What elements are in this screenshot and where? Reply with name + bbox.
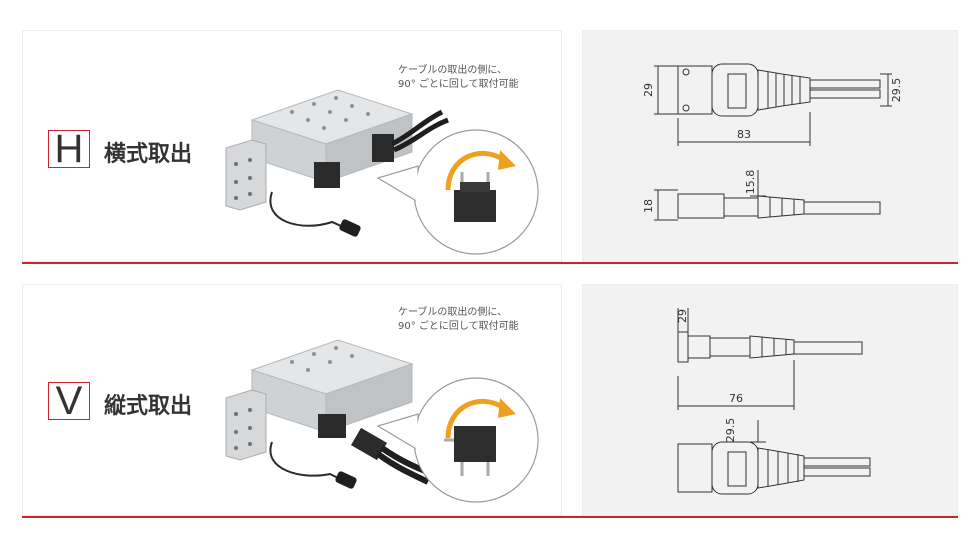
section-h-drawing-panel xyxy=(582,30,958,262)
section-h-technical-drawing: 29 29.5 83 15.8 18 xyxy=(642,63,903,221)
dim-h-29-5: 29.5 xyxy=(890,78,903,103)
dim-h-29: 29 xyxy=(642,83,655,97)
dim-h-15-8: 15.8 xyxy=(744,170,757,195)
section-v-note-line1: ケーブルの取出の側に、 xyxy=(398,307,508,318)
section-h-divider xyxy=(22,262,958,264)
section-h-title: 横式取出 xyxy=(104,142,193,167)
section-v-note-line2: 90° ごとに回して取付可能 xyxy=(398,321,519,332)
section-v-note: ケーブルの取出の側に、 90° ごとに回して取付可能 xyxy=(398,306,519,334)
section-v-technical-drawing: 29 76 29.5 xyxy=(676,308,871,495)
section-h-product-illustration xyxy=(225,89,539,255)
dim-v-29-5: 29.5 xyxy=(724,418,737,443)
section-v-drawing-panel xyxy=(582,284,958,516)
dim-v-76: 76 xyxy=(729,392,743,405)
section-h-note: ケーブルの取出の側に、 90° ごとに回して取付可能 xyxy=(398,64,519,92)
section-v-divider xyxy=(22,516,958,518)
section-v-product-illustration xyxy=(225,339,539,503)
section-v-badge: V xyxy=(48,379,90,423)
dim-h-83: 83 xyxy=(737,128,751,141)
section-h-note-line1: ケーブルの取出の側に、 xyxy=(398,65,508,76)
section-v-letter: V xyxy=(55,378,83,423)
dim-h-18: 18 xyxy=(642,199,655,213)
section-v-title: 縦式取出 xyxy=(104,394,193,419)
section-h-note-line2: 90° ごとに回して取付可能 xyxy=(398,79,519,90)
section-h-badge: H xyxy=(48,127,90,171)
section-h-letter: H xyxy=(54,126,84,171)
dim-v-29: 29 xyxy=(676,309,689,323)
